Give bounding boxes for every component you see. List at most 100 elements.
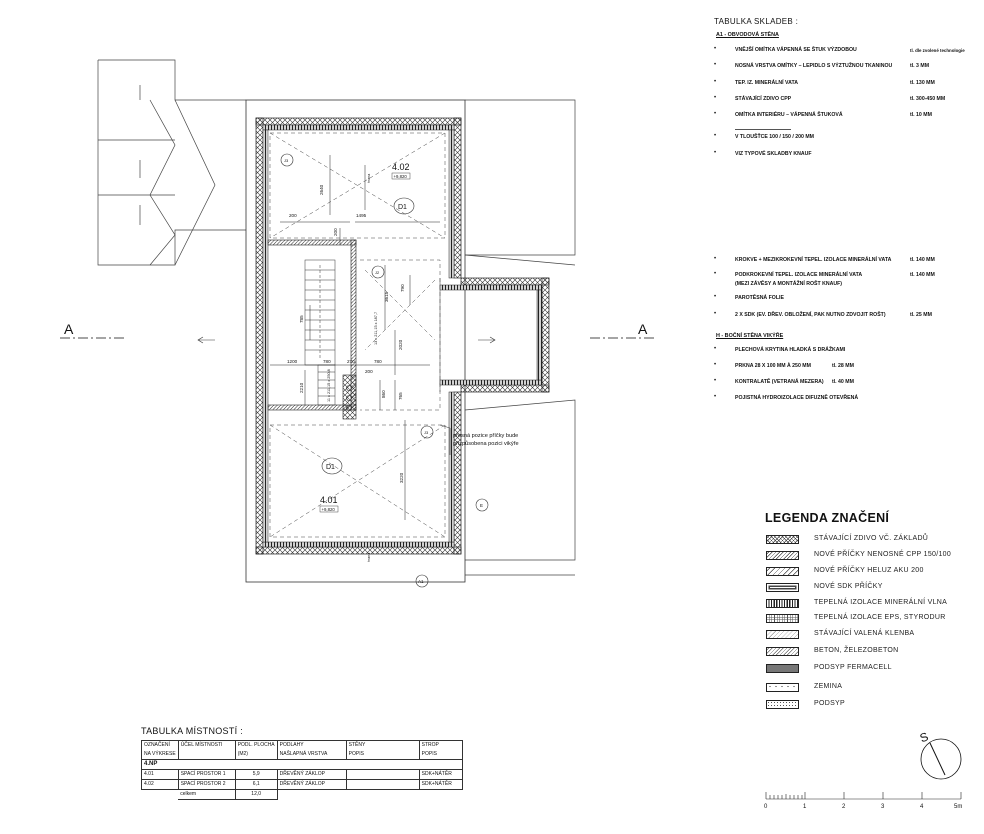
tag-j2: J2 — [375, 270, 380, 275]
bullet: • — [714, 271, 717, 277]
scale-label-2: 2 — [842, 804, 846, 810]
table-cell: DŘEVĚNÝ ZÁKLOP — [276, 769, 347, 780]
building-outline — [245, 99, 466, 583]
bullet: • — [714, 95, 717, 101]
table-cell — [345, 779, 420, 790]
legend-swatch-eps — [766, 614, 799, 623]
bullet: • — [714, 46, 717, 52]
header-cell: ÚČEL MÍSTNOSTI — [177, 740, 236, 750]
north-label: S — [918, 729, 930, 745]
scale-label-4: 4 — [920, 804, 924, 810]
comp-a1-row-4-value: tl. 300-450 MM — [910, 96, 946, 102]
header-cell: (M2) — [234, 750, 278, 760]
exterior-walls — [255, 117, 462, 555]
floor-cell: 4.NP — [141, 759, 463, 770]
comp-roof-row-1-label: KROKVE + MEZIKROKEVNÍ TEPEL. IZOLACE MIN… — [735, 257, 892, 263]
scale-label-3: 3 — [881, 804, 885, 810]
scale-bar-labels: 0 1 2 3 4 5m — [764, 804, 962, 810]
dimension-texts: 2640 1495 200 200 3615 790 785 1200 780 … — [287, 174, 405, 562]
bullet: • — [714, 79, 717, 85]
overhead-dashed-lines — [269, 132, 446, 538]
legend-item: NOVÉ PŘÍČKY HELUZ AKU 200 — [766, 567, 984, 579]
partition-note-leader — [439, 424, 451, 455]
comp-a1-note-1: V TLOUŠŤCE 100 / 150 / 200 MM — [735, 134, 814, 140]
comp-a1-row-4-label: STÁVAJÍCÍ ZDIVO CPP — [735, 96, 792, 102]
legend-swatch-fermacell — [766, 664, 799, 673]
table-header-row: OZNAČENÍ ÚČEL MÍSTNOSTI PODL. PLOCHA POD… — [141, 740, 463, 750]
comp-a1-row-2-value: tl. 3 MM — [910, 63, 930, 69]
table-cell: SDK+NÁTĚR — [418, 769, 463, 780]
comp-roof-row-1-value: tl. 140 MM — [910, 257, 935, 263]
tag-j3-lower: J3 — [424, 430, 429, 435]
total-value: 12,0 — [234, 789, 278, 800]
bullet: • — [714, 346, 717, 352]
legend-swatch-podsyp — [766, 700, 799, 709]
svg-text:hrana: hrana — [367, 553, 371, 562]
dimension-lines — [270, 155, 440, 520]
bullet: • — [714, 62, 717, 68]
comp-a1-row-1-value: tl. dle zvolené technologie — [910, 48, 965, 53]
section-label-right: A — [638, 321, 648, 337]
header-cell: POPIS — [418, 750, 463, 760]
room-401-number: 4.01 — [320, 495, 338, 505]
bullet: • — [714, 111, 717, 117]
legend-item: TEPELNÁ IZOLACE EPS, STYRODUR — [766, 614, 984, 626]
table-cell: SPACÍ PROSTOR 2 — [177, 779, 236, 790]
comp-h-row-1-label: PLECHOVÁ KRYTINA HLADKÁ S DRÁŽKAMI — [735, 347, 846, 353]
scale-label-5: 5m — [954, 804, 962, 810]
composition-table-title: TABULKA SKLADEB : — [714, 17, 799, 26]
table-cell — [142, 790, 179, 800]
legend-label: TEPELNÁ IZOLACE EPS, STYRODUR — [814, 614, 946, 621]
svg-text:765: 765 — [398, 392, 403, 400]
table-cell: 5,9 — [234, 769, 278, 780]
tag-e: E — [480, 503, 483, 508]
tag-j3-upper: J3 — [284, 158, 289, 163]
bullet: • — [714, 133, 717, 139]
table-cell: DŘEVĚNÝ ZÁKLOP — [276, 779, 347, 790]
composition-section-h: H - BOČNÍ STĚNA VIKÝŘE — [716, 333, 784, 339]
room-402-level: +9,820 — [394, 174, 408, 179]
svg-text:2210: 2210 — [299, 382, 304, 393]
legend-label: BETON, ŽELEZOBETON — [814, 647, 899, 654]
comp-a1-row-5-value: tl. 10 MM — [910, 112, 932, 118]
rooms-table-title: TABULKA MÍSTNOSTÍ : — [141, 726, 244, 736]
legend-item: BETON, ŽELEZOBETON — [766, 647, 984, 659]
header-cell — [177, 750, 236, 760]
bullet: • — [714, 311, 717, 317]
legend-label: STÁVAJÍCÍ VALENÁ KLENBA — [814, 630, 915, 637]
table-row: 4.01 SPACÍ PROSTOR 1 5,9 DŘEVĚNÝ ZÁKLOP … — [141, 769, 463, 780]
comp-a1-row-2-label: NOSNÁ VRSTVA OMÍTKY – LEPIDLO S VÝZTUŽNO… — [735, 63, 893, 69]
rooms-table: OZNAČENÍ ÚČEL MÍSTNOSTI PODL. PLOCHA POD… — [141, 740, 463, 800]
svg-text:270: 270 — [347, 359, 355, 364]
legend-label: PODSYP — [814, 700, 845, 707]
dormer — [439, 277, 550, 393]
room-401-level: +9,820 — [322, 507, 336, 512]
header-cell: STROP — [418, 740, 463, 750]
svg-text:200: 200 — [289, 213, 297, 218]
interior-partitions — [267, 239, 357, 420]
partition-note-line2: přizpůsobena pozici vikýře — [453, 440, 519, 447]
comp-h-row-4-label: POJISTNÁ HYDROIZOLACE DIFUZNĚ OTEVŘENÁ — [735, 395, 859, 401]
svg-text:1200: 1200 — [287, 359, 298, 364]
comp-h-row-2-value: tl. 28 MM — [832, 363, 854, 369]
svg-text:2640: 2640 — [319, 184, 324, 195]
staircase — [304, 259, 336, 406]
table-cell — [345, 769, 420, 780]
section-label-left: A — [64, 321, 74, 337]
legend-swatch-diag2 — [766, 567, 799, 576]
legend-item: NOVÉ SDK PŘÍČKY — [766, 583, 984, 595]
header-cell: STĚNY — [345, 740, 420, 750]
table-cell — [277, 790, 462, 800]
scale-bar — [765, 792, 962, 800]
legend-label: TEPELNÁ IZOLACE MINERÁLNÍ VLNA — [814, 599, 948, 606]
tag-d1-lower: D1 — [326, 464, 335, 471]
header-cell: PODLAHY — [276, 740, 347, 750]
legend-swatch-vlna — [766, 599, 799, 608]
legend-label: NOVÉ PŘÍČKY HELUZ AKU 200 — [814, 567, 924, 574]
table-cell: 4.02 — [141, 779, 179, 790]
legend-swatch-cross — [766, 535, 799, 544]
legend-swatch-zemina — [766, 683, 799, 692]
comp-h-row-3-label: KONTRALATĚ (VETRANÁ MEZERA) — [735, 379, 824, 385]
bullet: • — [714, 256, 717, 262]
legend-item: STÁVAJÍCÍ ZDIVO VČ. ZÁKLADŮ — [766, 535, 984, 547]
